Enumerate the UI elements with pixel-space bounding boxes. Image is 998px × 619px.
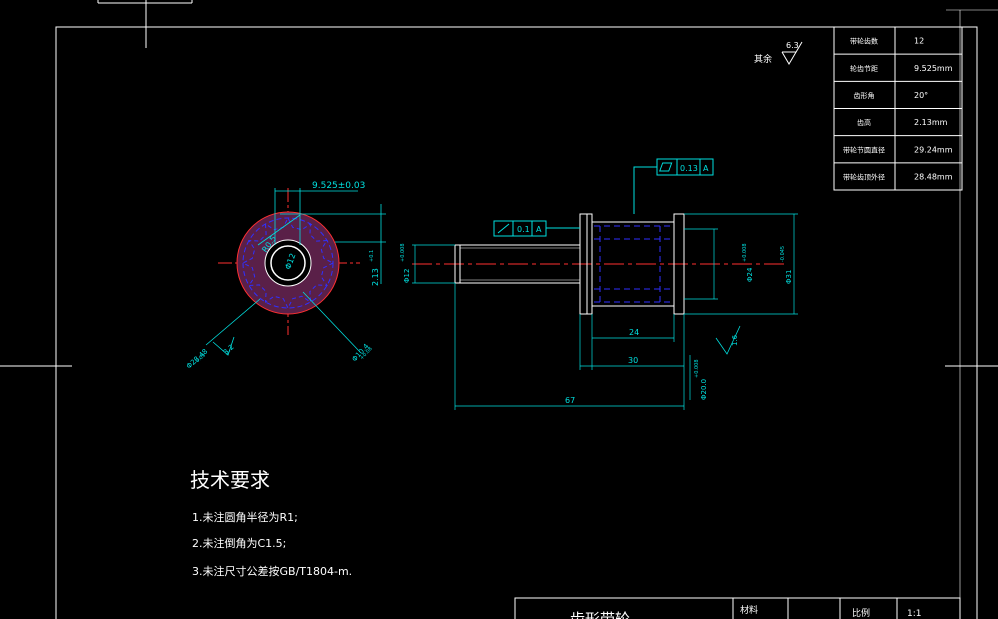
param-name-4: 带轮节圆直径 bbox=[843, 145, 885, 154]
scale-value: 1:1 bbox=[907, 609, 921, 619]
roughness-other-value: 6.3 bbox=[786, 41, 799, 50]
dim-tooth-height-tol: +0.1 bbox=[369, 250, 375, 262]
tech-item-1: 1.未注圆角半径为R1; bbox=[192, 510, 298, 524]
dim-flange-tol: -0.045 bbox=[780, 246, 786, 262]
param-value-5: 28.48mm bbox=[914, 172, 953, 181]
dim-hub-dia: Φ20.0 bbox=[700, 379, 708, 400]
param-name-5: 带轮齿顶外径 bbox=[843, 172, 885, 181]
scale-label: 比例 bbox=[852, 607, 870, 619]
dim-hub-tol: +0.008 bbox=[694, 359, 700, 378]
dim-width-30: 30 bbox=[628, 356, 638, 365]
flatness-tolerance: 0.13 bbox=[680, 164, 698, 173]
dim-shaft-tol: +0.008 bbox=[400, 243, 406, 262]
dim-shaft-dia: Φ12 bbox=[403, 269, 411, 283]
material-label: 材料 bbox=[740, 604, 758, 616]
param-name-3: 齿高 bbox=[857, 118, 871, 127]
runout-tolerance: 0.1 bbox=[517, 225, 530, 234]
dim-inner-dia: Φ24 bbox=[746, 267, 754, 282]
param-name-1: 轮齿节距 bbox=[850, 64, 878, 73]
parameter-table: 带轮齿数 12 轮齿节距 9.525mm 齿形角 20° 齿高 2.13mm 带轮节圆直径 29.… bbox=[833, 26, 963, 191]
front-view: 9.525±0.03 2.13 +0.1 R0.5 Φ12 Φ28.48 -0.… bbox=[185, 181, 386, 370]
dim-tooth-height: 2.13 bbox=[371, 268, 380, 286]
param-name-0: 带轮齿数 bbox=[850, 37, 878, 46]
tech-item-3: 3.未注尺寸公差按GB/T1804-m. bbox=[192, 564, 352, 578]
technical-requirements: 技术要求 1.未注圆角半径为R1; 2.未注倒角为C1.5; 3.未注尺寸公差按… bbox=[190, 468, 352, 578]
dim-width-24: 24 bbox=[629, 328, 639, 337]
part-name: 齿形带轮 bbox=[570, 610, 630, 619]
param-value-2: 20° bbox=[914, 91, 928, 100]
tech-title: 技术要求 bbox=[190, 468, 270, 492]
front-roughness: 3.2 bbox=[222, 343, 236, 356]
dim-length-67: 67 bbox=[565, 396, 575, 405]
param-value-3: 2.13mm bbox=[914, 118, 948, 127]
param-value-1: 9.525mm bbox=[914, 64, 953, 73]
flatness-datum: A bbox=[703, 164, 709, 173]
param-value-4: 29.24mm bbox=[914, 145, 953, 154]
dim-flange-dia: Φ31 bbox=[785, 270, 793, 284]
title-block: 齿形带轮 材料 比例 1:1 bbox=[514, 597, 961, 619]
roughness-other-label: 其余 bbox=[754, 53, 772, 65]
side-roughness: 1.6 bbox=[731, 334, 739, 346]
side-view: 0.1 A 0.13 A Φ12 +0.008 Φ24 +0.008 Φ31 -… bbox=[400, 158, 798, 410]
tech-item-2: 2.未注倒角为C1.5; bbox=[192, 536, 286, 550]
dim-inner-tol: +0.008 bbox=[742, 243, 748, 262]
param-name-2: 齿形角 bbox=[854, 91, 875, 100]
runout-datum: A bbox=[536, 225, 542, 234]
gear-teeth-outline bbox=[241, 216, 335, 310]
surface-roughness-symbol: 其余 6.3 bbox=[754, 41, 803, 65]
dim-pitch: 9.525±0.03 bbox=[312, 181, 365, 191]
param-value-0: 12 bbox=[914, 37, 924, 46]
